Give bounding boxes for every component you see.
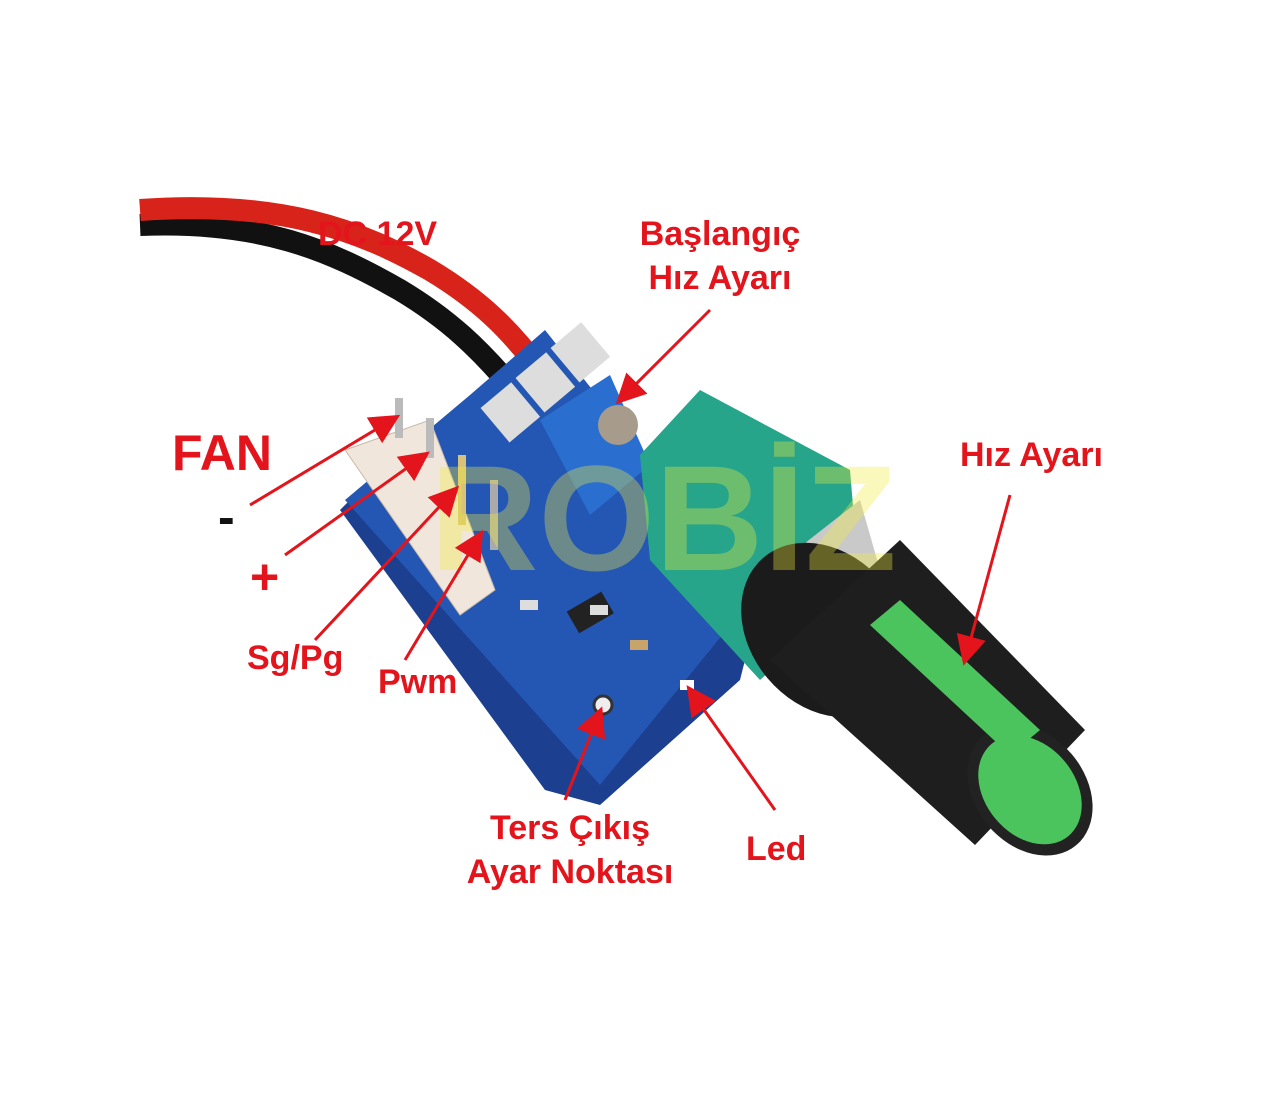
label-reverse-line2: Ayar Noktası	[466, 853, 674, 891]
control-knob	[741, 540, 1093, 856]
power-wires	[139, 197, 549, 393]
label-start-speed-line1: Başlangıç	[639, 215, 801, 253]
label-plus: +	[250, 549, 280, 605]
label-dc-12v: DC 12V	[318, 215, 438, 253]
label-fan: FAN	[172, 425, 272, 481]
smd-components	[520, 591, 694, 716]
label-start-speed: Başlangıç Hız Ayarı	[620, 212, 820, 300]
label-sg-pg: Sg/Pg	[247, 639, 344, 677]
label-reverse-line1: Ters Çıkış	[489, 809, 650, 847]
screw-terminals	[480, 322, 611, 443]
label-pwm: Pwm	[378, 663, 458, 701]
pcb-board	[340, 330, 760, 805]
watermark: ROBİZ	[430, 434, 897, 602]
annotation-arrows	[249, 308, 1012, 811]
label-start-speed-line2: Hız Ayarı	[648, 259, 792, 297]
trimmer-potentiometer	[540, 375, 650, 515]
label-speed: Hız Ayarı	[960, 436, 1103, 474]
label-reverse-output: Ters Çıkış Ayar Noktası	[440, 806, 700, 894]
label-led: Led	[746, 830, 807, 868]
label-minus: -	[218, 489, 235, 545]
